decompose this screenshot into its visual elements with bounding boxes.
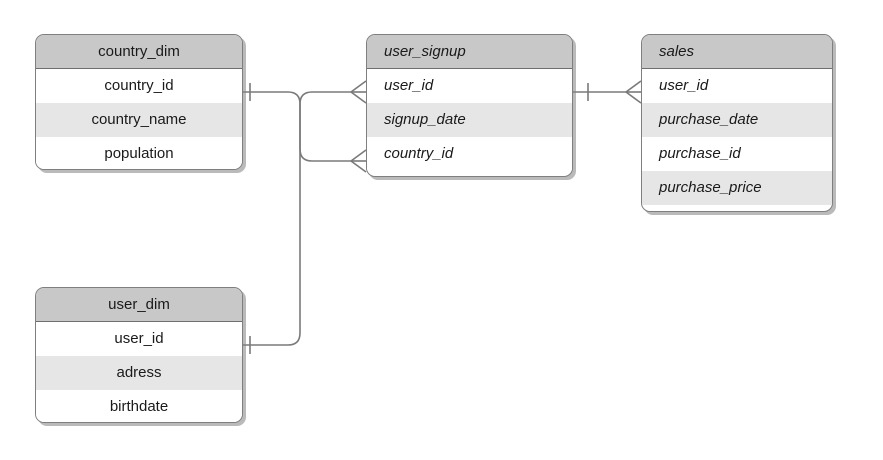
cardinality-many-marker bbox=[350, 149, 367, 173]
attribute-row[interactable]: purchase_id bbox=[642, 137, 832, 171]
attribute-row[interactable]: country_name bbox=[36, 103, 242, 137]
relationship-country-dim-user-signup-user-id[interactable] bbox=[243, 80, 367, 105]
entity-title-sales: sales bbox=[642, 35, 832, 69]
attribute-row[interactable]: user_id bbox=[367, 69, 572, 103]
attribute-row[interactable]: adress bbox=[36, 356, 242, 390]
relationship-country-dim-user-signup-country-id[interactable] bbox=[299, 104, 367, 173]
entity-title-user_signup: user_signup bbox=[367, 35, 572, 69]
attribute-row[interactable]: purchase_date bbox=[642, 103, 832, 137]
attribute-row[interactable]: user_id bbox=[642, 69, 832, 103]
attribute-row[interactable]: birthdate bbox=[36, 390, 242, 422]
relationship-user-dim-user-signup[interactable] bbox=[243, 104, 301, 354]
attribute-row[interactable]: purchase_price bbox=[642, 171, 832, 205]
attribute-row[interactable]: country_id bbox=[36, 69, 242, 103]
entity-title-user_dim: user_dim bbox=[36, 288, 242, 322]
entity-title-country_dim: country_dim bbox=[36, 35, 242, 69]
cardinality-many-marker bbox=[625, 80, 642, 104]
attribute-row[interactable]: population bbox=[36, 137, 242, 169]
attribute-row[interactable]: user_id bbox=[36, 322, 242, 356]
cardinality-many-marker bbox=[350, 80, 367, 104]
relationship-user-signup-sales[interactable] bbox=[573, 80, 642, 104]
attribute-row[interactable]: country_id bbox=[367, 137, 572, 171]
attribute-row[interactable]: signup_date bbox=[367, 103, 572, 137]
